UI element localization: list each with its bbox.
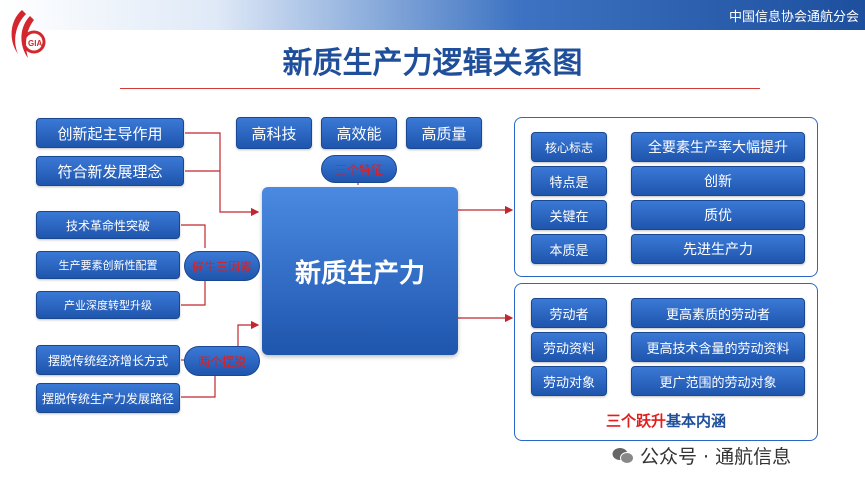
conn-value-labor: 更高素质的劳动者 [631,298,805,328]
char-label-feature: 特点是 [531,166,607,196]
conn-label-labor: 劳动者 [531,298,607,328]
char-label-core: 核心标志 [531,132,607,162]
char-value-essence: 先进生产力 [631,234,805,264]
org-name: 中国信息协会通航分会 [728,10,859,25]
caption-blue: 基本内涵 [666,412,727,430]
left-box-factor-allocation: 生产要素创新性配置 [36,251,180,279]
char-value-feature: 创新 [631,166,805,196]
char-label-key: 关键在 [531,200,607,230]
top-box-high-tech: 高科技 [236,117,312,149]
watermark-text: 公众号 · 通航信息 [640,446,792,468]
label-two-escapes: 两个摆脱 [184,346,260,376]
conn-value-means: 更高技术含量的劳动资料 [631,332,805,362]
top-box-high-efficiency: 高效能 [321,117,397,149]
caption-red: 三个跃升 [606,412,667,430]
left-box-innovation-lead: 创新起主导作用 [36,118,184,148]
left-box-tech-breakthrough: 技术革命性突破 [36,211,180,239]
conn-value-object: 更广范围的劳动对象 [631,366,805,396]
char-value-key: 质优 [631,200,805,230]
conn-label-means: 劳动资料 [531,332,607,362]
header-bar [0,0,865,30]
top-box-high-quality: 高质量 [406,117,482,149]
left-box-industry-upgrade: 产业深度转型升级 [36,291,180,319]
char-value-core: 全要素生产率大幅提升 [631,132,805,162]
conn-label-object: 劳动对象 [531,366,607,396]
label-three-features: 三个特征 [321,155,397,183]
center-new-productivity: 新质生产力 [262,187,458,355]
title-divider [120,88,760,89]
left-box-new-concept: 符合新发展理念 [36,156,184,186]
page-title: 新质生产力逻辑关系图 [282,46,583,81]
left-box-escape-path: 摆脱传统生产力发展路径 [36,383,180,413]
logo-icon: GIA [11,10,46,58]
left-box-escape-growth: 摆脱传统经济增长方式 [36,345,180,375]
svg-text:GIA: GIA [28,39,42,48]
label-three-factors: 催生三因素 [184,251,260,281]
chat-icon [612,447,634,464]
watermark: 公众号 · 通航信息 [612,442,791,469]
panel-caption: 三个跃升基本内涵 [606,410,726,431]
char-label-essence: 本质是 [531,234,607,264]
